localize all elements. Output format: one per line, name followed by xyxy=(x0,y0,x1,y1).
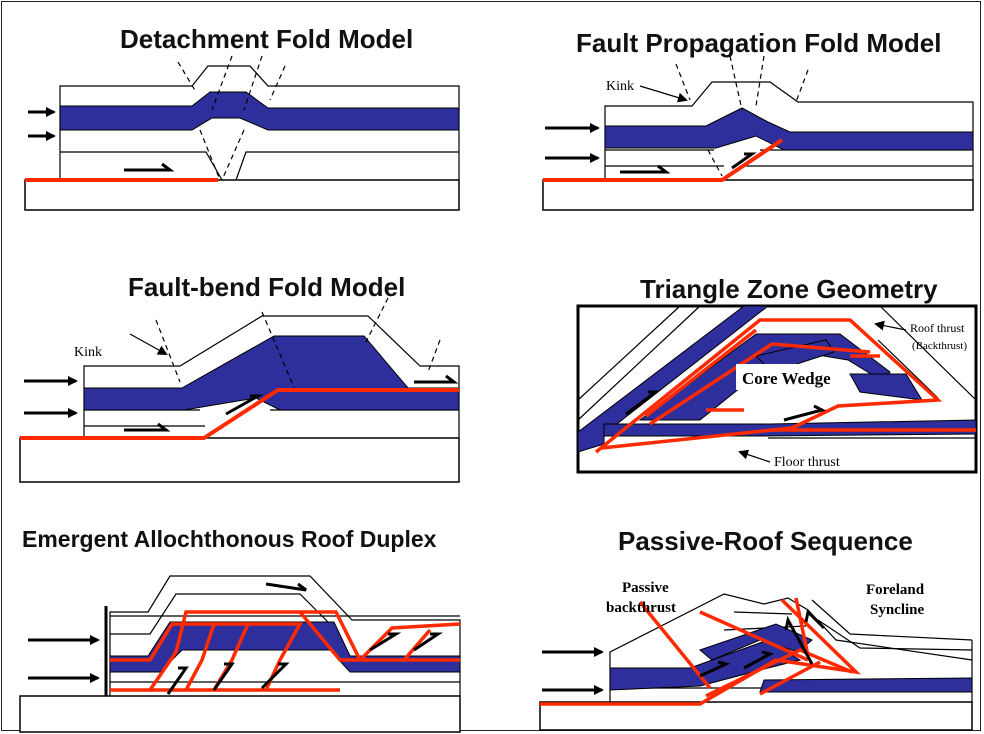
title-emergent-roof-duplex: Emergent Allochthonous Roof Duplex xyxy=(22,526,437,552)
label-core-wedge: Core Wedge xyxy=(742,369,831,388)
blue-layer xyxy=(604,107,974,151)
label-backthrust: (Backthrust) xyxy=(912,340,967,352)
label-kink: Kink xyxy=(74,345,102,360)
panel-passive-roof-sequence: Passive backthrust Foreland Syncline xyxy=(539,580,973,731)
panel-triangle-zone: Core Wedge Roof thrust (Backthrust) Floo… xyxy=(576,304,978,474)
blue-layer xyxy=(59,91,460,131)
label-backthrust: backthrust xyxy=(606,600,676,616)
label-roof-thrust: Roof thrust xyxy=(910,321,965,335)
label-kink: Kink xyxy=(606,79,634,94)
panel-detachment-fold xyxy=(24,55,460,211)
label-passive: Passive xyxy=(622,580,669,596)
title-passive-roof-sequence: Passive-Roof Sequence xyxy=(618,526,913,556)
panel-fault-propagation-fold: Kink xyxy=(542,55,974,211)
title-fault-propagation-fold: Fault Propagation Fold Model xyxy=(576,28,942,58)
title-detachment-fold: Detachment Fold Model xyxy=(120,24,414,54)
title-fault-bend-fold: Fault-bend Fold Model xyxy=(128,272,406,302)
label-foreland: Foreland xyxy=(866,582,925,598)
panel-emergent-roof-duplex xyxy=(19,575,461,733)
label-syncline: Syncline xyxy=(870,602,925,618)
title-triangle-zone: Triangle Zone Geometry xyxy=(640,274,938,304)
label-floor-thrust: Floor thrust xyxy=(774,455,840,470)
blue-layer xyxy=(638,333,891,421)
panel-fault-bend-fold: Kink xyxy=(19,297,460,483)
blue-layer xyxy=(759,677,973,693)
blue-layer xyxy=(83,335,460,411)
blue-layer xyxy=(609,639,802,691)
